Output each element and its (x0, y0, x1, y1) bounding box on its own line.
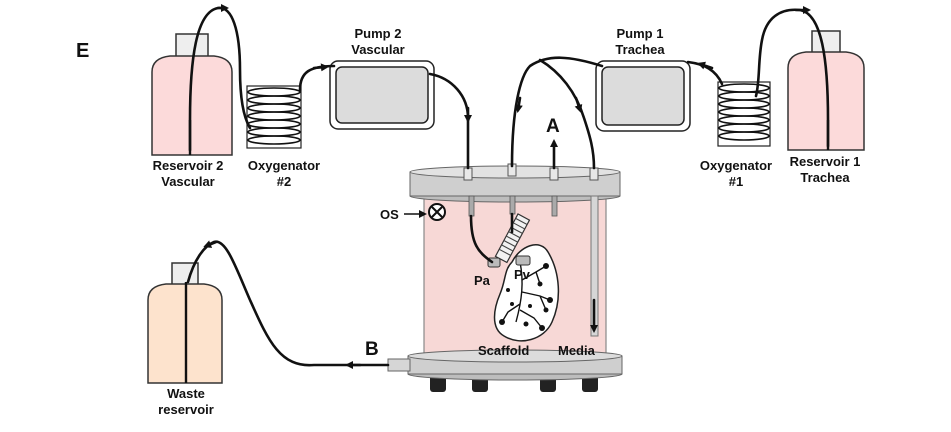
oxygenator-2-sublabel: #2 (277, 174, 291, 189)
panel-label: E (76, 40, 89, 62)
reservoir-2-label: Reservoir 2 (153, 158, 224, 173)
pump-2-label: Pump 2 (355, 26, 402, 41)
pump-1-sublabel: Trachea (615, 42, 665, 57)
oxygenator-1-label: Oxygenator (700, 158, 772, 173)
reservoir-2 (151, 33, 233, 156)
pv-label: Pv (514, 267, 531, 282)
os-sensor-icon (428, 203, 446, 221)
reservoir-1-sublabel: Trachea (800, 170, 850, 185)
reservoir-1 (787, 30, 865, 151)
oxygenator-2-label: Oxygenator (248, 158, 320, 173)
scaffold-label: Scaffold (478, 343, 529, 358)
arrow-b-label: B (365, 339, 379, 360)
tubing (186, 4, 830, 369)
media-label: Media (558, 343, 596, 358)
pump-2 (329, 60, 435, 130)
bioreactor-chamber (387, 163, 623, 392)
oxygenator-1-sublabel: #1 (729, 174, 743, 189)
waste-reservoir-sublabel: reservoir (158, 402, 214, 417)
pa-label: Pa (474, 273, 491, 288)
reservoir-2-sublabel: Vascular (161, 174, 215, 189)
pump-1-label: Pump 1 (617, 26, 664, 41)
arrow-a-label: A (546, 116, 560, 137)
pump-1 (595, 60, 691, 132)
oxygenator-1 (717, 81, 771, 147)
lung-scaffold (487, 213, 560, 342)
reservoir-1-label: Reservoir 1 (790, 154, 861, 169)
waste-reservoir-label: Waste (167, 386, 205, 401)
pump-2-sublabel: Vascular (351, 42, 405, 57)
oxygenator-2 (246, 85, 302, 149)
os-label: OS (380, 207, 399, 222)
